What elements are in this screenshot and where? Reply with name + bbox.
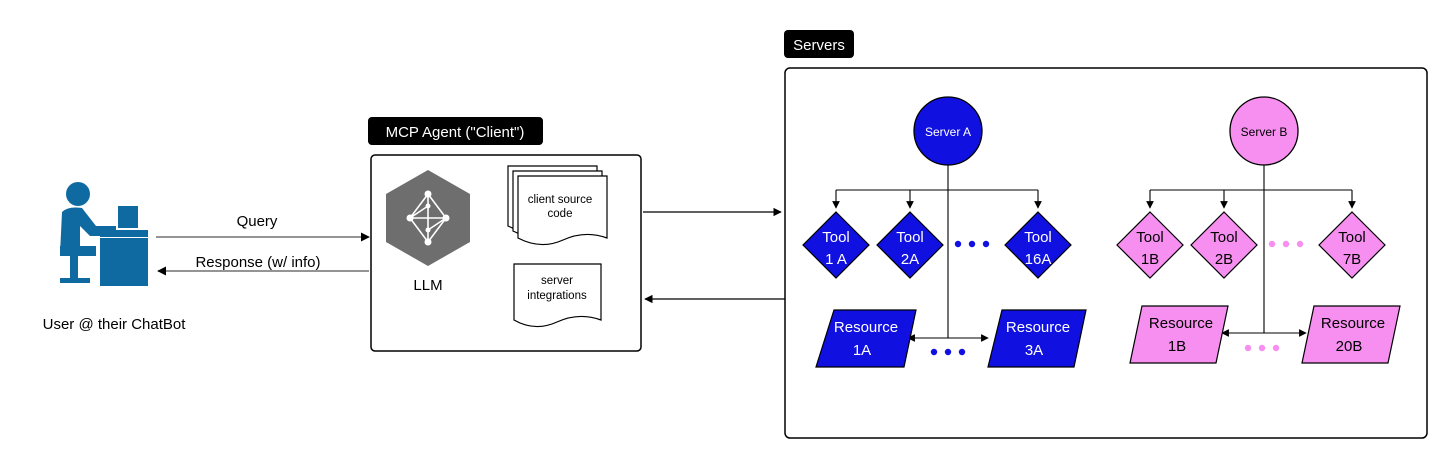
client-title-tag xyxy=(368,117,543,145)
resource-label-line2: 20B xyxy=(1336,338,1363,355)
resource-node: Resource 1B xyxy=(1129,305,1229,364)
server-b-label: Server B xyxy=(1241,125,1288,139)
tool-label-line2: 1B xyxy=(1141,251,1159,268)
resource-label-line2: 3A xyxy=(1025,342,1043,359)
query-label: Query xyxy=(237,213,278,230)
resource-label-line1: Resource xyxy=(1006,319,1070,336)
server-a-connectors xyxy=(832,165,1042,342)
server-a-node xyxy=(913,96,983,166)
tool-label-line1: Tool xyxy=(1136,229,1164,246)
resource-label-line1: Resource xyxy=(1321,315,1385,332)
server-integrations-line2: integrations xyxy=(527,290,587,302)
server-b-connectors xyxy=(1146,165,1356,337)
tool-label-line1: Tool xyxy=(1210,229,1238,246)
server-integrations-doc xyxy=(513,263,602,328)
ellipsis-dots xyxy=(954,240,990,248)
tool-label-line2: 2B xyxy=(1215,251,1233,268)
user-caption: User @ their ChatBot xyxy=(43,316,187,333)
tool-node: Tool 16A xyxy=(1004,211,1072,279)
ellipsis-dots xyxy=(930,348,966,356)
tool-label-line1: Tool xyxy=(1024,229,1052,246)
tool-node: Tool 7B xyxy=(1318,211,1386,279)
resource-label-line2: 1A xyxy=(853,342,871,359)
tool-label-line1: Tool xyxy=(822,229,850,246)
tool-label-line1: Tool xyxy=(1338,229,1366,246)
resource-label-line1: Resource xyxy=(1149,315,1213,332)
llm-label: LLM xyxy=(413,277,442,294)
tool-label-line2: 2A xyxy=(901,251,919,268)
server-a-label: Server A xyxy=(925,125,971,139)
tool-node: Tool 2A xyxy=(876,211,944,279)
resource-label-line2: 1B xyxy=(1168,338,1186,355)
client-title: MCP Agent ("Client") xyxy=(386,124,525,141)
tool-label-line2: 7B xyxy=(1343,251,1361,268)
user-computer-icon xyxy=(60,182,148,286)
resource-node: Resource 1A xyxy=(815,309,917,368)
servers-title: Servers xyxy=(793,37,845,54)
tool-label-line2: 1 A xyxy=(825,251,847,268)
llm-network-icon xyxy=(386,170,470,266)
server-b-node xyxy=(1229,96,1299,166)
client-source-line1: client source xyxy=(528,194,593,206)
ellipsis-dots xyxy=(1244,344,1280,352)
tool-node: Tool 2B xyxy=(1190,211,1258,279)
resource-node: Resource 3A xyxy=(987,309,1087,368)
servers-title-tag xyxy=(784,30,854,58)
server-integrations-line1: server xyxy=(541,275,573,287)
ellipsis-dots xyxy=(1268,240,1304,248)
tool-label-line1: Tool xyxy=(896,229,924,246)
tool-node: Tool 1 A xyxy=(802,211,870,279)
client-source-doc xyxy=(507,165,608,246)
tool-label-line2: 16A xyxy=(1025,251,1052,268)
client-source-line2: code xyxy=(548,208,573,220)
resource-label-line1: Resource xyxy=(834,319,898,336)
response-label: Response (w/ info) xyxy=(195,254,320,271)
resource-node: Resource 20B xyxy=(1301,305,1401,364)
tool-node: Tool 1B xyxy=(1116,211,1184,279)
